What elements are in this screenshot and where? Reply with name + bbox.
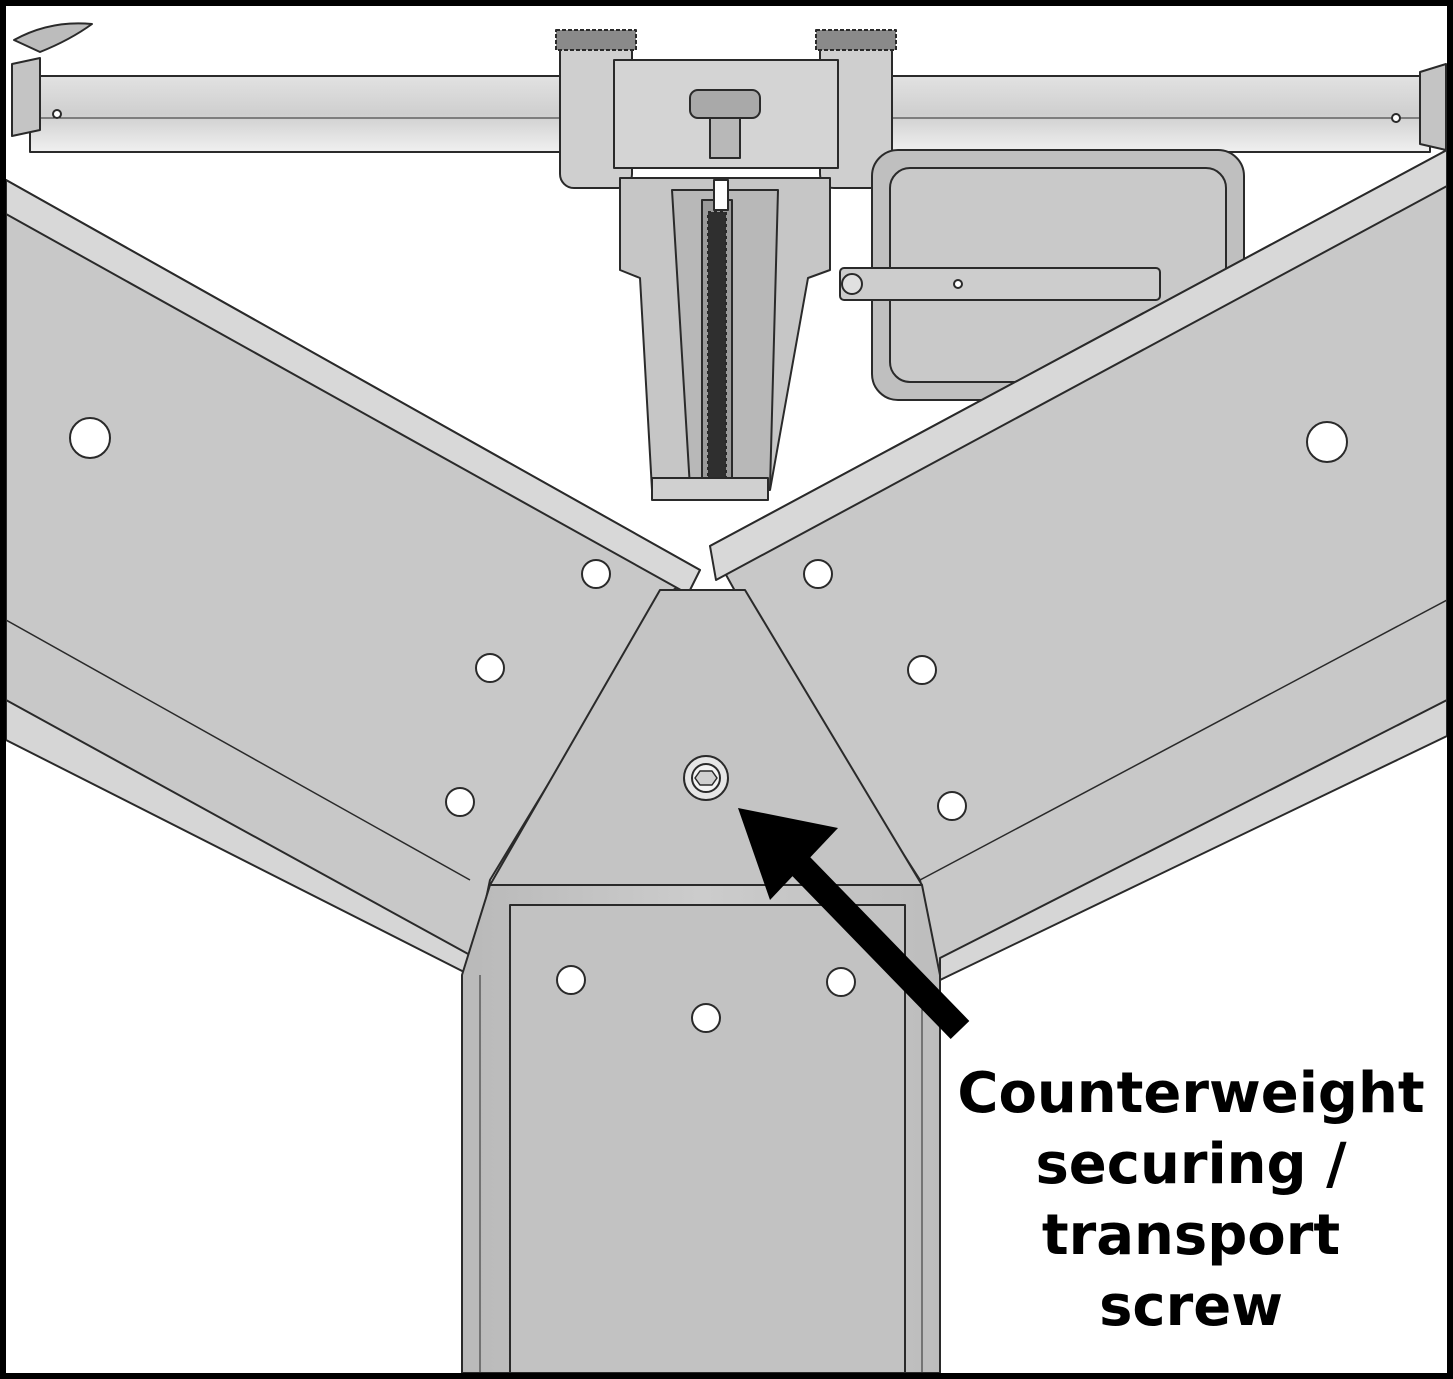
right-arm [709, 149, 1447, 981]
bolt-holes [69, 417, 1348, 1033]
equipment-drawing [6, 22, 1447, 1373]
left-arm [6, 179, 701, 976]
center-clamp [555, 29, 897, 189]
callout-arrow [738, 808, 970, 1040]
callout-line-2: securing / [1035, 1132, 1347, 1197]
callout-line-4: screw [1099, 1274, 1283, 1339]
counterweight-screw [683, 755, 729, 801]
callout-label: Counterweight securing / transport screw [951, 1058, 1431, 1342]
central-column [619, 177, 831, 501]
callout-line-3: transport [1041, 1203, 1341, 1268]
bottom-leg [461, 884, 941, 1373]
callout-line-1: Counterweight [957, 1061, 1425, 1126]
